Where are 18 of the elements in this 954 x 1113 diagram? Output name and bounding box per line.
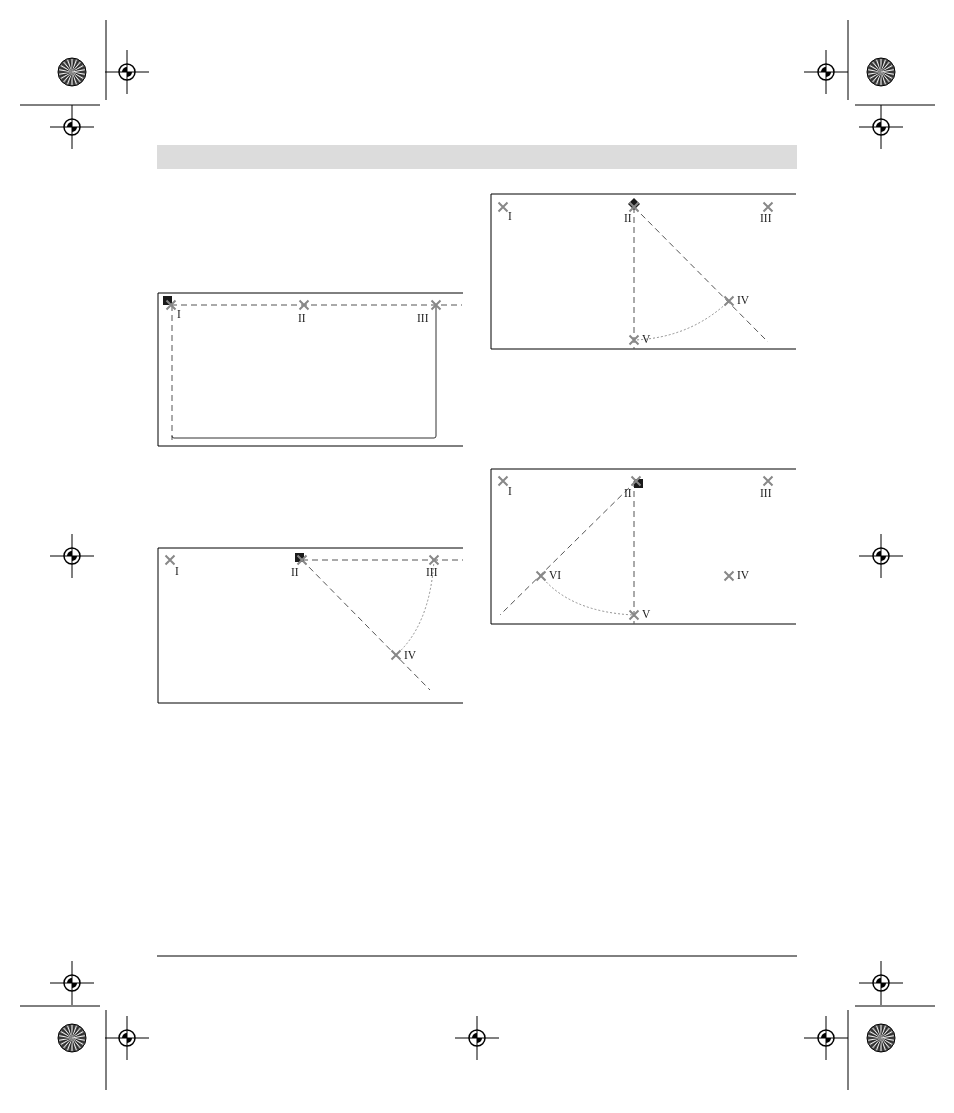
point-label: I (508, 210, 512, 222)
point-label: II (624, 212, 632, 224)
point-label: IV (404, 649, 417, 661)
point-label: IV (737, 294, 750, 306)
point-label: I (175, 565, 179, 577)
point-label: V (642, 608, 651, 620)
point-label: VI (549, 569, 562, 581)
point-label: III (760, 212, 772, 224)
point-label: III (760, 487, 772, 499)
point-label: II (291, 566, 299, 578)
point-label: IV (737, 569, 750, 581)
point-label: III (426, 566, 438, 578)
point-label: I (508, 485, 512, 497)
point-label: III (417, 312, 429, 324)
point-label: II (298, 312, 306, 324)
point-label: V (642, 333, 651, 345)
point-label: I (177, 308, 181, 320)
point-label: II (624, 487, 632, 499)
